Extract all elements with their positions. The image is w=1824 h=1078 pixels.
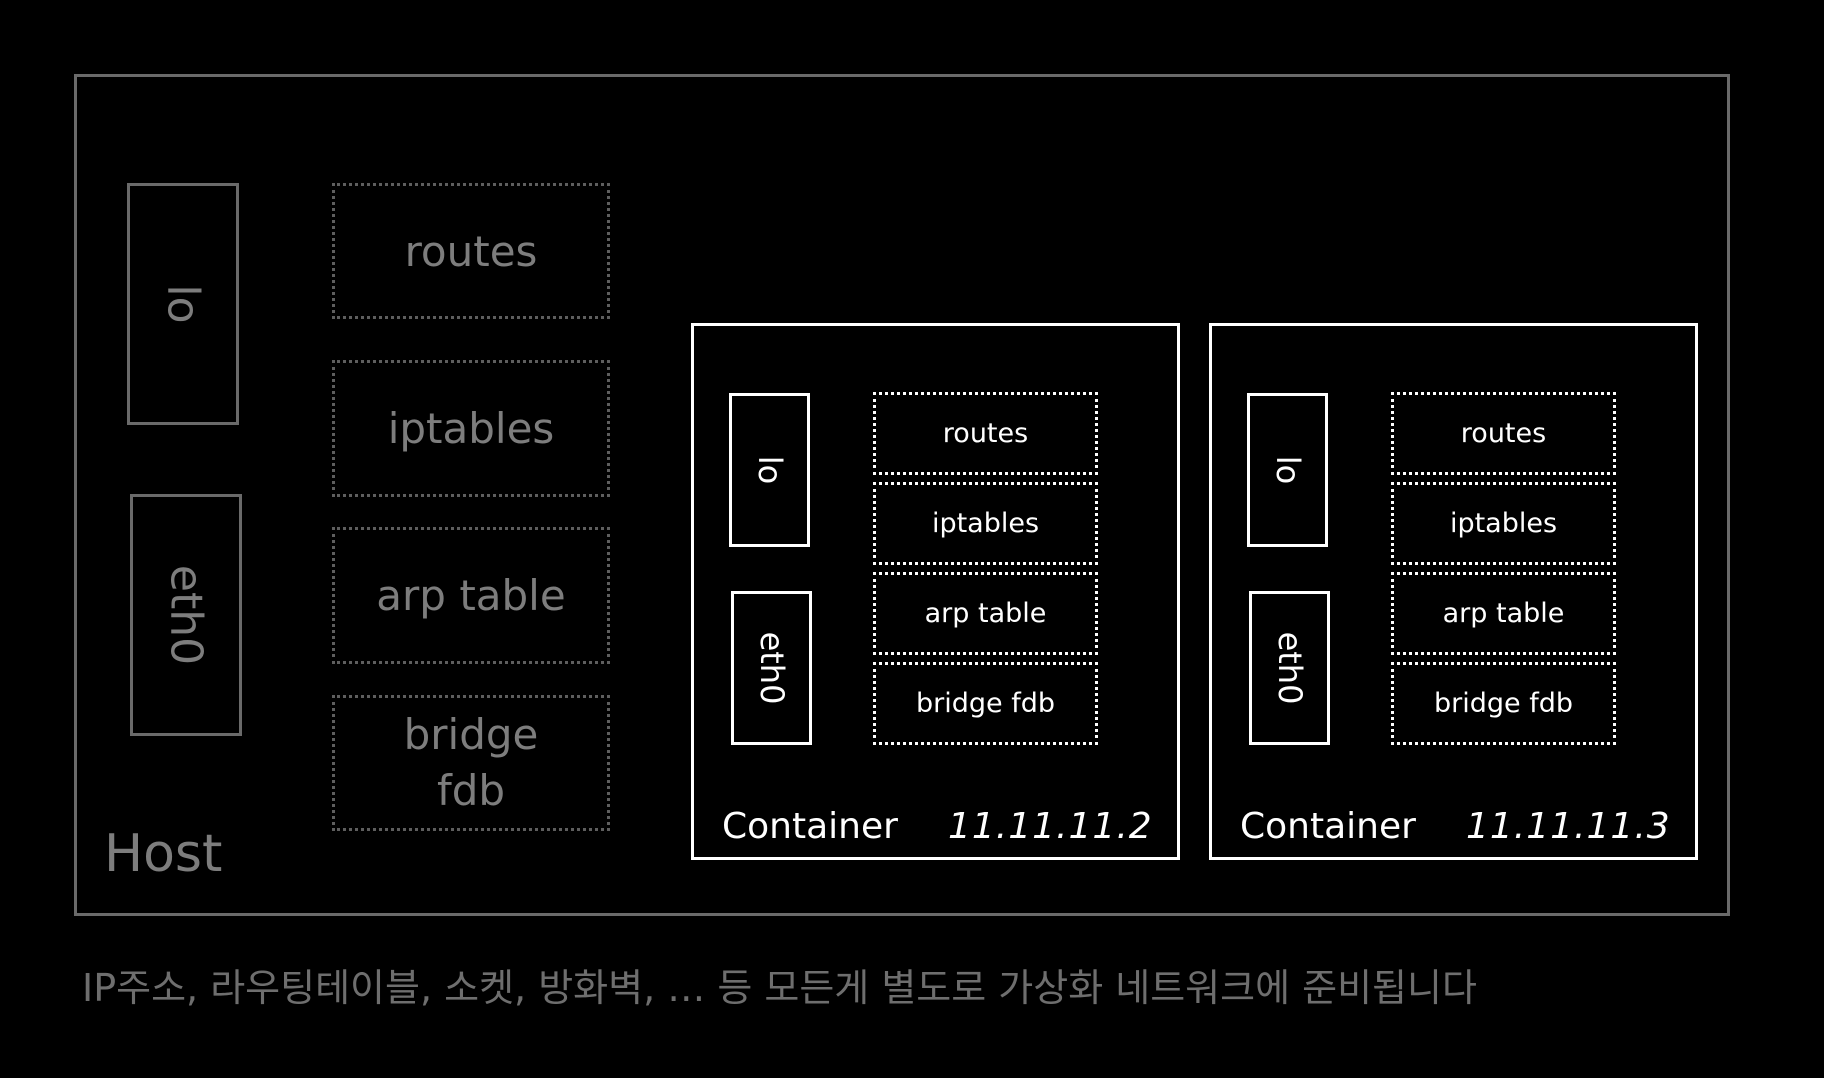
container-table-routes-label: routes — [942, 418, 1029, 449]
host-label: Host — [104, 824, 223, 884]
container-label: Container — [1240, 806, 1416, 847]
host-interface-eth0: eth0 — [130, 494, 242, 736]
container-table-arp-label: arp table — [1442, 598, 1565, 629]
container-table-routes: routes — [1391, 392, 1616, 475]
container-ip: 11.11.11.2 — [948, 806, 1153, 847]
container-table-arp: arp table — [1391, 572, 1616, 655]
container-box — [1209, 323, 1698, 860]
container-table-routes: routes — [873, 392, 1098, 475]
container-box — [691, 323, 1180, 860]
container-table-iptables: iptables — [873, 482, 1098, 565]
caption: IP주소, 라우팅테이블, 소켓, 방화벽, … 등 모든게 별도로 가상화 네… — [82, 966, 1477, 1010]
container-label: Container — [722, 806, 898, 847]
container-interface-eth0: eth0 — [731, 591, 812, 745]
host-table-routes: routes — [332, 183, 610, 319]
host-table-arp-label: arp table — [376, 571, 566, 620]
host-table-arp: arp table — [332, 527, 610, 664]
container-table-bridge-fdb: bridge fdb — [1391, 662, 1616, 745]
container-interface-lo-label: lo — [750, 455, 789, 485]
host-table-iptables-label: iptables — [387, 404, 555, 453]
container-table-arp-label: arp table — [924, 598, 1047, 629]
container-table-iptables: iptables — [1391, 482, 1616, 565]
container-interface-eth0: eth0 — [1249, 591, 1330, 745]
container-interface-lo: lo — [729, 393, 810, 547]
host-table-iptables: iptables — [332, 360, 610, 497]
host-interface-eth0-label: eth0 — [160, 564, 212, 666]
container-table-iptables-label: iptables — [1449, 508, 1558, 539]
host-table-bridge-fdb: bridge fdb — [332, 695, 610, 831]
container-interface-lo-label: lo — [1268, 455, 1307, 485]
container-ip: 11.11.11.3 — [1466, 806, 1671, 847]
host-interface-lo: lo — [127, 183, 239, 425]
container-interface-lo: lo — [1247, 393, 1328, 547]
container-table-bridge-fdb-label: bridge fdb — [916, 688, 1055, 719]
host-table-routes-label: routes — [404, 226, 538, 276]
container-interface-eth0-label: eth0 — [1270, 631, 1309, 705]
host-box — [74, 74, 1730, 916]
container-table-bridge-fdb-label: bridge fdb — [1434, 688, 1573, 719]
container-table-bridge-fdb: bridge fdb — [873, 662, 1098, 745]
container-table-arp: arp table — [873, 572, 1098, 655]
host-interface-lo-label: lo — [157, 284, 209, 324]
container-table-routes-label: routes — [1460, 418, 1547, 449]
container-interface-eth0-label: eth0 — [752, 631, 791, 705]
container-table-iptables-label: iptables — [931, 508, 1040, 539]
host-table-bridge-fdb-label: bridge fdb — [403, 710, 539, 815]
